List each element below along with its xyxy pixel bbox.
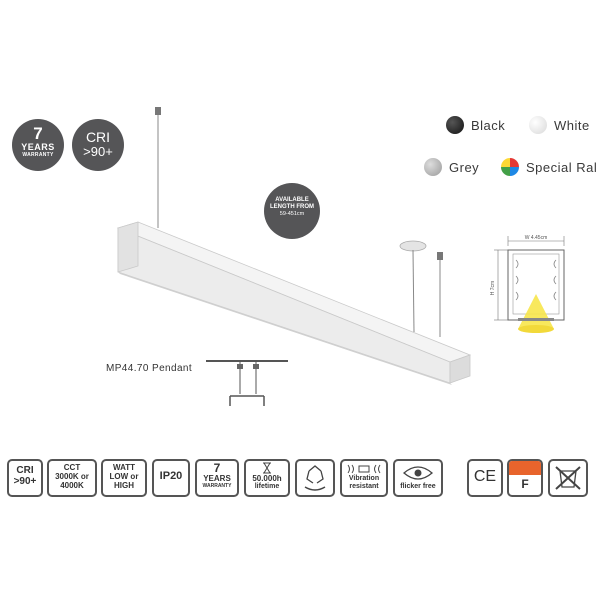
eye-icon	[403, 466, 433, 480]
available-length-range: 59-451cm	[279, 211, 305, 217]
vibration-icon	[347, 464, 381, 474]
color-label-special-ral: Special Ral	[526, 159, 598, 175]
lifetime-feature-icon: 50.000h lifetime	[244, 459, 290, 497]
color-option-black: Black	[446, 116, 505, 134]
vibration-feature-icon: Vibration resistant	[340, 459, 388, 497]
hourglass-icon	[263, 462, 271, 474]
cri-value: >90+	[83, 144, 113, 159]
front-view-drawing	[206, 360, 288, 406]
energy-class-icon: F	[507, 459, 543, 497]
flicker-free-label: flicker free	[400, 483, 436, 490]
color-option-white: White	[529, 116, 590, 134]
energy-class-label: F	[521, 477, 529, 491]
ip-rating-label: IP20	[159, 470, 183, 482]
special-ral-swatch	[501, 158, 519, 176]
cct-feature-icon: CCT 3000K or 4000K	[47, 459, 97, 497]
available-length-line1: AVAILABLE	[275, 197, 309, 203]
cri-badge: CRI >90+	[72, 119, 124, 171]
warranty-feature-word: YEARS	[203, 474, 231, 483]
feature-icons-row: CRI >90+ CCT 3000K or 4000K WATT LOW or …	[7, 459, 595, 499]
weee-icon	[548, 459, 588, 497]
pendant-luminaire-illustration	[116, 107, 472, 385]
recycle-hand-icon	[304, 465, 326, 491]
color-option-grey: Grey	[424, 158, 479, 176]
warranty-feature-sub: WARRANTY	[202, 483, 232, 489]
vibration-feature-line1: Vibration	[348, 475, 380, 482]
warranty-years-number: 7	[33, 124, 43, 143]
profile-dimension-drawing: W 4.45cm H 7cm	[490, 235, 565, 333]
height-dimension-label: H 7cm	[490, 281, 496, 295]
color-label-white: White	[554, 117, 590, 133]
warranty-years-word: YEARS	[21, 142, 55, 152]
warranty-label: WARRANTY	[22, 152, 54, 158]
ce-mark-icon: CE	[467, 459, 503, 497]
warranty-feature-icon: 7 YEARS WARRANTY	[195, 459, 239, 497]
watt-feature-line1: WATT	[112, 463, 136, 472]
lifetime-feature-line2: lifetime	[254, 483, 280, 490]
ce-mark-label: CE	[473, 468, 497, 485]
watt-feature-line3: HIGH	[114, 481, 134, 490]
cri-feature-icon: CRI >90+	[7, 459, 43, 497]
width-dimension-label: W 4.45cm	[525, 235, 548, 241]
color-option-special-ral: Special Ral	[501, 158, 597, 176]
cri-feature-line2: >90+	[13, 476, 37, 487]
flicker-free-feature-icon: flicker free	[393, 459, 443, 497]
cri-label: CRI	[85, 129, 111, 145]
warranty-badge: 7 YEARS WARRANTY	[12, 119, 64, 171]
lifetime-feature-line1: 50.000h	[252, 474, 282, 483]
white-swatch	[529, 116, 547, 134]
product-name: MP44.70 Pendant	[106, 363, 193, 374]
cri-feature-line1: CRI	[16, 465, 34, 476]
cct-feature-line2: 3000K or	[55, 472, 89, 481]
cct-feature-line1: CCT	[63, 463, 81, 472]
recycle-icon	[295, 459, 335, 497]
available-length-line2: LENGTH FROM	[270, 204, 314, 210]
color-label-black: Black	[471, 117, 506, 133]
watt-feature-icon: WATT LOW or HIGH	[101, 459, 147, 497]
cct-feature-line3: 4000K	[60, 481, 84, 490]
ip-rating-icon: IP20	[152, 459, 190, 497]
warranty-feature-number: 7	[213, 461, 221, 475]
vibration-feature-line2: resistant	[349, 483, 379, 490]
available-length-badge: AVAILABLE LENGTH FROM 59-451cm	[264, 183, 320, 239]
energy-class-bar	[509, 461, 541, 475]
black-swatch	[446, 116, 464, 134]
watt-feature-line2: LOW or	[109, 472, 139, 481]
grey-swatch	[424, 158, 442, 176]
crossed-bin-icon	[555, 466, 581, 490]
color-label-grey: Grey	[449, 159, 480, 175]
